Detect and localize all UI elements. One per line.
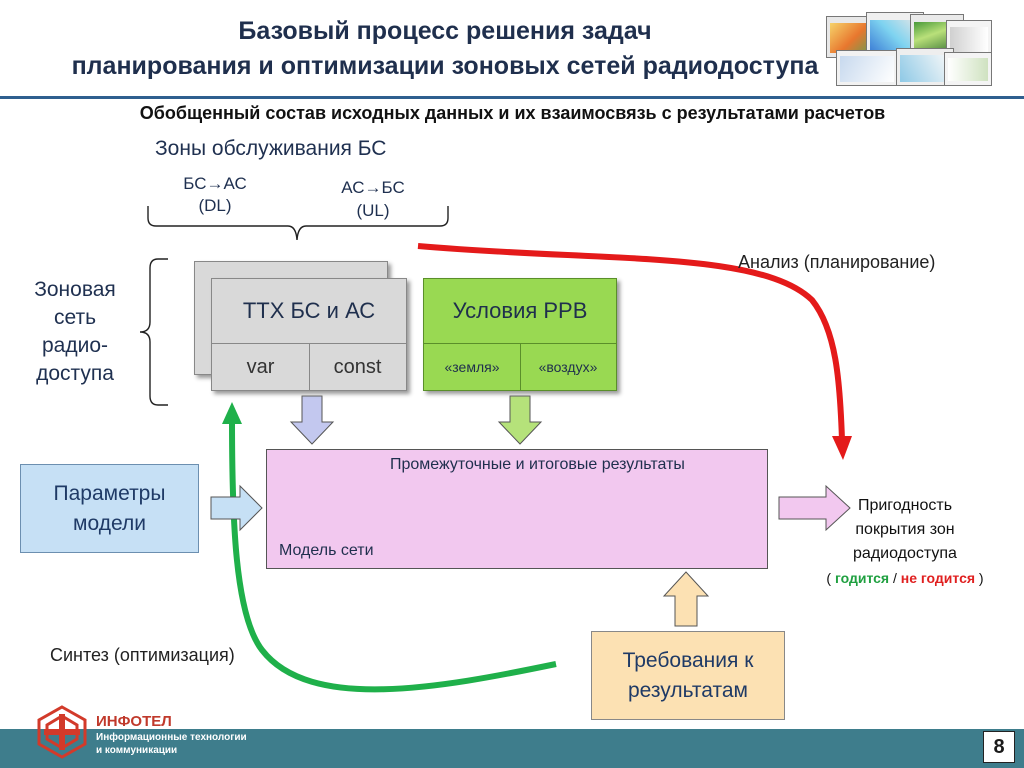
fitness-paren-open: ( (826, 570, 832, 586)
fitness-verdict: ( годится / не годится ) (800, 566, 1010, 590)
page-number: 8 (983, 731, 1015, 763)
params-to-model-arrow (210, 484, 263, 532)
header-divider (0, 96, 1024, 99)
coverage-fitness-result: Пригодность покрытия зон радиодоступа ( … (800, 494, 1010, 590)
requirements-box: Требования к результатам (591, 631, 785, 720)
fitness-line1: Пригодность (857, 497, 953, 514)
dl-direction-label: БС→АС (183, 174, 247, 193)
rrv-box-title: Условия РРВ (424, 279, 616, 344)
zonal-network-line2: сеть (53, 306, 97, 329)
footer-bar (0, 729, 1024, 768)
fitness-line3: радиодоступа (853, 545, 957, 562)
analysis-arrow (417, 243, 845, 441)
requirements-line2: результатам (628, 678, 748, 702)
zonal-network-line3: радио- (41, 334, 108, 357)
rrv-conditions-box: Условия РРВ «земля» «воздух» (423, 278, 617, 391)
infotel-logo-icon (37, 705, 87, 759)
ul-code-label: (UL) (356, 201, 390, 220)
zonal-network-brace (139, 258, 168, 406)
model-network-label: Модель сети (279, 542, 374, 559)
model-parameters-box: Параметры модели (20, 464, 199, 553)
rrv-down-arrow (497, 395, 543, 445)
brand-tagline-line1: Информационные технологии (96, 732, 247, 743)
zones-title: Зоны обслуживания БС (155, 137, 387, 160)
brand-name: ИНФОТЕЛ (96, 713, 172, 730)
zonal-network-label: Зоновая сеть радио- доступа (10, 276, 140, 388)
requirements-line1: Требования к (622, 648, 754, 672)
zonal-network-line1: Зоновая (34, 278, 116, 301)
fitness-good: годится (834, 570, 890, 586)
zonal-network-line4: доступа (36, 362, 114, 385)
requirements-to-model-arrow (662, 571, 710, 627)
zones-brace (147, 206, 449, 241)
fitness-separator: / (892, 570, 897, 586)
brand-tagline: Информационные технологии и коммуникации (96, 731, 247, 757)
ttx-const-cell: const (333, 356, 382, 378)
dl-code-label: (DL) (198, 196, 232, 215)
fitness-paren-close: ) (978, 570, 984, 586)
screenshots-thumbnail-image (826, 12, 992, 88)
analysis-arrow-head (832, 436, 852, 460)
model-to-fitness-arrow (778, 484, 851, 532)
analysis-label: Анализ (планирование) (738, 252, 936, 272)
page-title-line2: планирования и оптимизации зоновых сетей… (71, 52, 819, 80)
ul-direction-label: АС→БС (341, 178, 405, 197)
ttx-var-cell: var (212, 343, 310, 391)
network-model-box: Промежуточные и итоговые результаты Моде… (266, 449, 768, 569)
ttx-down-arrow (289, 395, 335, 445)
brand-tagline-line2: и коммуникации (96, 745, 178, 756)
fitness-bad: не годится (900, 570, 976, 586)
synthesis-arrow-head (222, 402, 242, 424)
model-results-label: Промежуточные и итоговые результаты (390, 456, 685, 473)
ttx-box-title: ТТХ БС и АС (212, 279, 406, 344)
synthesis-label: Синтез (оптимизация) (50, 645, 235, 665)
ttx-box: ТТХ БС и АС var const (211, 278, 407, 391)
rrv-air-cell: «воздух» (538, 359, 598, 375)
slide-subtitle: Обобщенный состав исходных данных и их в… (139, 103, 886, 123)
rrv-earth-cell: «земля» (424, 343, 521, 391)
page-title-line1: Базовый процесс решения задач (238, 17, 652, 45)
params-line2: модели (73, 511, 146, 535)
params-line1: Параметры (53, 481, 166, 505)
fitness-line2: покрытия зон (855, 521, 955, 538)
